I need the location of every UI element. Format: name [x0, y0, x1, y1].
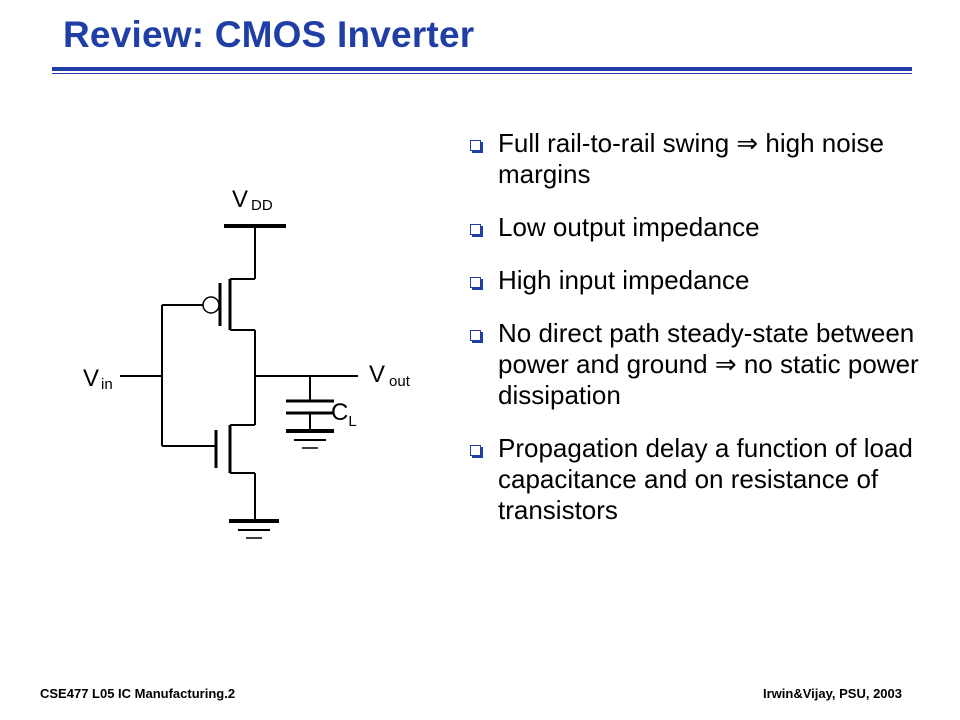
bullet-item: Full rail-to-rail swing ⇒ high noise mar… — [470, 128, 930, 190]
footer-course: CSE477 L05 IC Manufacturing.2 — [40, 686, 236, 701]
bullet-list: Full rail-to-rail swing ⇒ high noise mar… — [470, 128, 930, 548]
bullet-item: High input impedance — [470, 265, 930, 296]
bullet-item: No direct path steady-state between powe… — [470, 318, 930, 411]
bullet-box-icon — [470, 277, 481, 288]
bullet-text: Full rail-to-rail swing ⇒ high noise mar… — [498, 128, 884, 189]
bullet-text: No direct path steady-state between powe… — [498, 318, 919, 410]
bullet-box-icon — [470, 140, 481, 151]
bullet-box-icon — [470, 224, 481, 235]
bullet-box-icon — [470, 330, 481, 341]
bullet-text: High input impedance — [498, 265, 750, 295]
bullet-item: Propagation delay a function of load cap… — [470, 433, 930, 526]
bullet-item: Low output impedance — [470, 212, 930, 243]
cl-label: CL — [331, 399, 357, 430]
pmos-gate-bubble — [202, 296, 220, 314]
bullet-text: Low output impedance — [498, 212, 760, 242]
bullet-box-icon — [470, 445, 481, 456]
footer-credit: Irwin&Vijay, PSU, 2003 — [763, 686, 902, 701]
bullet-text: Propagation delay a function of load cap… — [498, 433, 913, 525]
slide-title: Review: CMOS Inverter — [63, 14, 475, 55]
title-rule-thick — [52, 67, 912, 71]
title-rule-thin — [52, 73, 912, 74]
